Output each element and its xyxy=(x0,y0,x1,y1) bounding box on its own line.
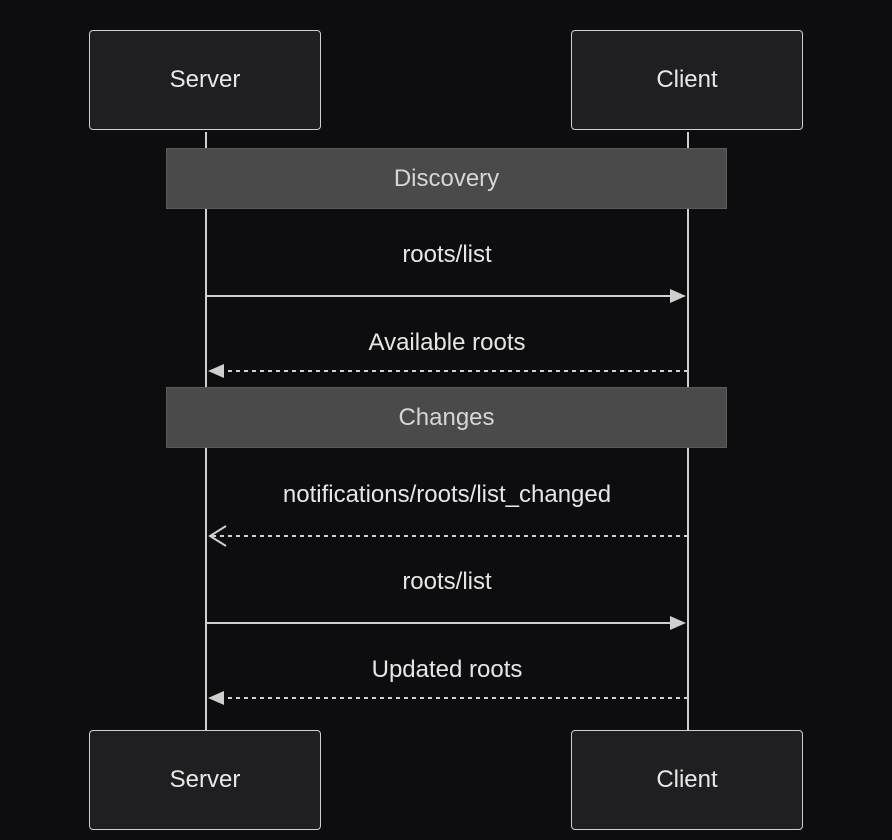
server-participant-top: Server xyxy=(89,30,321,130)
client-participant-bottom: Client xyxy=(571,730,803,830)
discovery-section-note: Discovery xyxy=(166,148,727,209)
message-4-label: roots/list xyxy=(402,568,492,595)
client-label: Client xyxy=(656,66,718,93)
message-3-arrowhead xyxy=(208,525,227,547)
section-label: Discovery xyxy=(393,164,500,192)
message-5-arrowhead xyxy=(208,691,224,705)
message-1-arrowhead xyxy=(670,289,686,303)
client-label: Client xyxy=(656,766,718,793)
message-5-label: Updated roots xyxy=(371,656,523,683)
message-2-arrowhead xyxy=(208,364,224,378)
server-label: Server xyxy=(169,66,241,93)
message-2-label: Available roots xyxy=(368,329,526,356)
server-label: Server xyxy=(169,766,241,793)
section-label: Changes xyxy=(398,403,495,431)
message-3-label: notifications/roots/list_changed xyxy=(282,481,612,508)
message-4-arrowhead xyxy=(670,616,686,630)
message-1-label: roots/list xyxy=(402,241,492,268)
changes-section-note: Changes xyxy=(166,387,727,448)
server-participant-bottom: Server xyxy=(89,730,321,830)
client-participant-top: Client xyxy=(571,30,803,130)
